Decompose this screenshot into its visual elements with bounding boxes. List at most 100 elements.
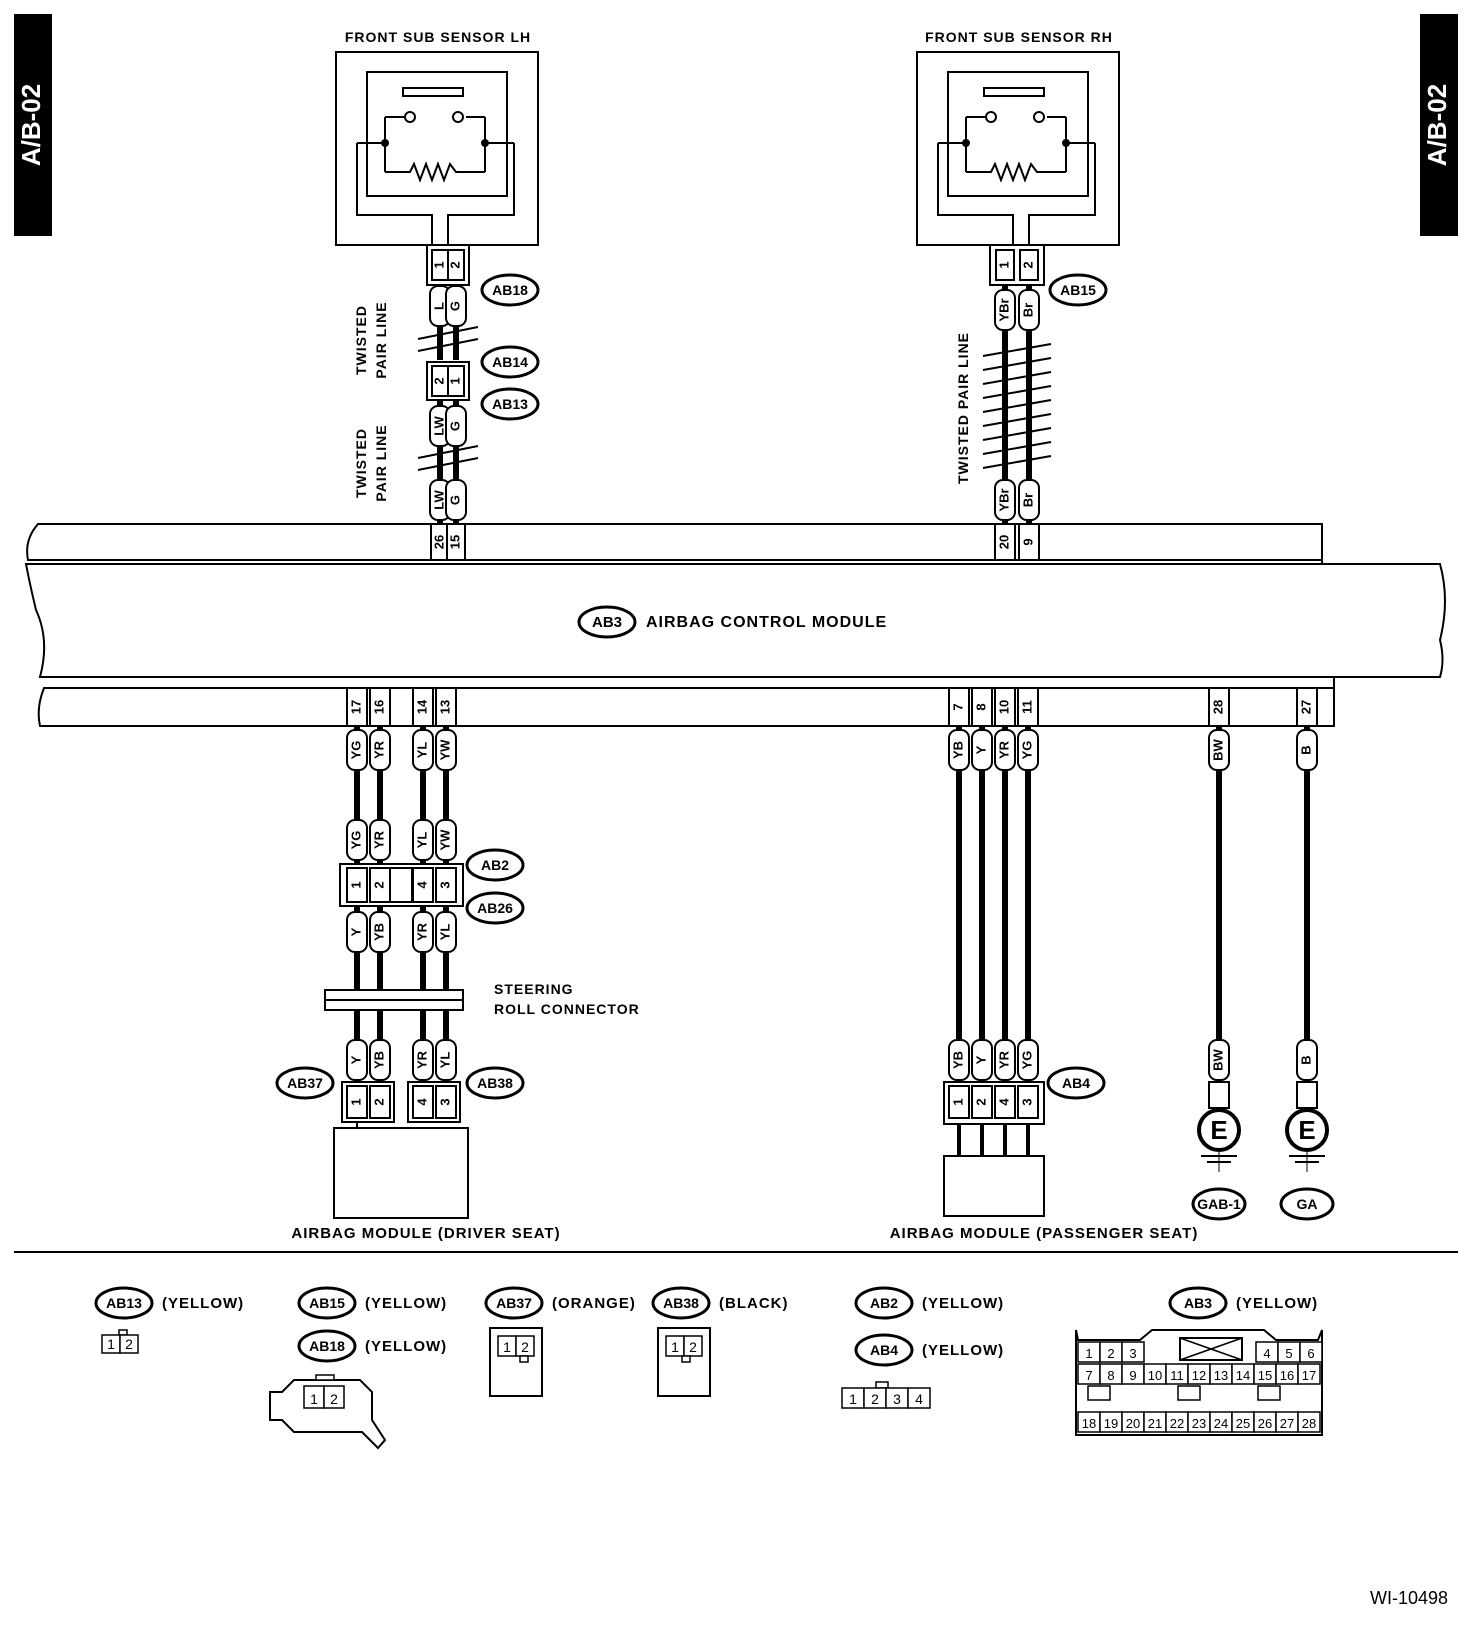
legend-ab4-color: (YELLOW) <box>922 1342 1004 1359</box>
driver-module-title: AIRBAG MODULE (DRIVER SEAT) <box>291 1225 560 1242</box>
legend-ab3-pin-text: 17 <box>1302 1368 1316 1383</box>
rh-twist <box>982 357 1052 371</box>
passenger-acm-pin-text: 8 <box>973 703 988 710</box>
rh-color-bot <box>994 479 1016 521</box>
lh-color-top <box>445 285 467 327</box>
lh-color-bot <box>445 479 467 521</box>
rh-twist <box>982 371 1052 385</box>
driver-color-1 <box>412 729 434 771</box>
legend-ab3-pin-text: 6 <box>1307 1346 1314 1361</box>
rh-sensor-pin <box>1019 249 1039 281</box>
legend-ab38 <box>651 1286 711 1320</box>
legend-ab38-key <box>681 1355 691 1363</box>
driver-color-1 <box>435 729 457 771</box>
ab15-tag-text: AB15 <box>1060 282 1096 298</box>
driver-color-3-text: Y <box>348 927 363 936</box>
driver-color-4 <box>435 1039 457 1081</box>
ground-acm-pin-text: 27 <box>1298 700 1313 714</box>
legend-ab3-pin-text: 15 <box>1258 1368 1272 1383</box>
passenger-color-1 <box>948 729 970 771</box>
passenger-color-1-text: YB <box>950 741 965 759</box>
ground-tag-text: GAB-1 <box>1197 1196 1241 1212</box>
acm-connector-tag: AB3 <box>592 614 622 631</box>
rh-twist <box>982 427 1052 441</box>
legend-ab4-key <box>875 1381 889 1389</box>
legend-ab3-pin-text: 10 <box>1148 1368 1162 1383</box>
driver-ab2-pin-text: 4 <box>414 881 429 889</box>
front-sub-sensor-rh <box>916 51 1120 246</box>
legend-ab18-color: (YELLOW) <box>365 1338 447 1355</box>
legend-ab3-pin-text: 24 <box>1214 1416 1228 1431</box>
passenger-color-1 <box>971 729 993 771</box>
rh-acm-pin-text: 20 <box>996 535 1011 549</box>
legend-ab4-pin-text: 4 <box>915 1391 923 1407</box>
rh-twist <box>982 441 1052 455</box>
ab37-tag <box>275 1066 335 1100</box>
ab38-tag-text: AB38 <box>477 1075 513 1091</box>
legend-ab3 <box>1168 1286 1228 1320</box>
twisted-label-a1: TWISTED <box>353 305 369 375</box>
legend-ab4-text: AB4 <box>870 1342 898 1358</box>
driver-color-2 <box>346 819 368 861</box>
rh-color-bot-text: YBr <box>996 488 1011 511</box>
ab4-tag-text: AB4 <box>1062 1075 1090 1091</box>
passenger-mod-pin <box>971 1085 993 1119</box>
front-sub-sensor-lh-title: FRONT SUB SENSOR LH <box>345 29 531 45</box>
legend-ab18-pin-text: 2 <box>330 1391 338 1407</box>
rh-sensor-pin-text: 2 <box>1020 261 1035 268</box>
lh-sensor-pin-text: 1 <box>431 261 446 268</box>
driver-color-1-text: YW <box>437 739 452 761</box>
driver-acm-pin-text: 16 <box>371 700 386 714</box>
steering-roll-connector <box>324 989 464 1011</box>
legend-ab3-pin-text: 19 <box>1104 1416 1118 1431</box>
rh-color-top-text: YBr <box>996 298 1011 321</box>
driver-color-4-text: YR <box>414 1050 429 1069</box>
ab2-empty-cell <box>389 867 413 903</box>
rh-twist <box>982 455 1052 469</box>
legend-ab38-color: (BLACK) <box>719 1295 788 1312</box>
driver-color-1-text: YL <box>414 742 429 759</box>
driver-color-2 <box>435 819 457 861</box>
ab26-tag <box>465 891 525 925</box>
ground-color-2-text: BW <box>1210 1048 1225 1070</box>
legend-ab3-pin-text: 1 <box>1085 1346 1092 1361</box>
legend-ab15-text: AB15 <box>309 1295 345 1311</box>
legend-ab37-pin-text: 2 <box>521 1339 529 1355</box>
legend-ab18-pin <box>323 1385 345 1409</box>
passenger-color-1-text: Y <box>973 745 988 754</box>
passenger-acm-pin-text: 10 <box>996 700 1011 714</box>
ground-color-2 <box>1208 1039 1230 1081</box>
rh-acm-pin-text: 9 <box>1020 538 1035 545</box>
legend-ab3-text: AB3 <box>1184 1295 1212 1311</box>
figure-id: WI-10498 <box>1370 1588 1448 1608</box>
driver-acm-pin-text: 14 <box>414 699 429 714</box>
driver-mod-pin <box>435 1085 457 1119</box>
legend-ab4-pin-text: 2 <box>871 1391 879 1407</box>
passenger-mod-pin <box>948 1085 970 1119</box>
driver-acm-pin-text: 13 <box>437 700 452 714</box>
passenger-color-2 <box>994 1039 1016 1081</box>
driver-mod-pin-text: 1 <box>348 1098 363 1105</box>
lh-twist-2 <box>417 457 479 471</box>
legend-ab3-key <box>1177 1385 1201 1401</box>
lh-twist-1 <box>417 338 479 352</box>
driver-color-3-text: YR <box>414 922 429 941</box>
driver-color-1-text: YG <box>348 741 363 760</box>
roll-connector-label-1: STEERING <box>494 981 574 997</box>
passenger-mod-pin-text: 3 <box>1019 1098 1034 1105</box>
passenger-color-2-text: YB <box>950 1051 965 1069</box>
driver-acm-pin-text: 17 <box>348 700 363 714</box>
passenger-color-2-text: YG <box>1019 1051 1034 1070</box>
ground-terminal-label: E <box>1210 1115 1227 1145</box>
rh-twist <box>982 399 1052 413</box>
driver-color-3-text: YB <box>371 923 386 941</box>
legend-ab3-pin-text: 28 <box>1302 1416 1316 1431</box>
passenger-mod-pin-text: 2 <box>973 1098 988 1105</box>
legend-ab18-housing <box>269 1379 387 1450</box>
legend-ab38-text: AB38 <box>663 1295 699 1311</box>
legend-ab37-color: (ORANGE) <box>552 1295 636 1312</box>
rh-acm-pin <box>994 523 1016 561</box>
passenger-color-2 <box>948 1039 970 1081</box>
